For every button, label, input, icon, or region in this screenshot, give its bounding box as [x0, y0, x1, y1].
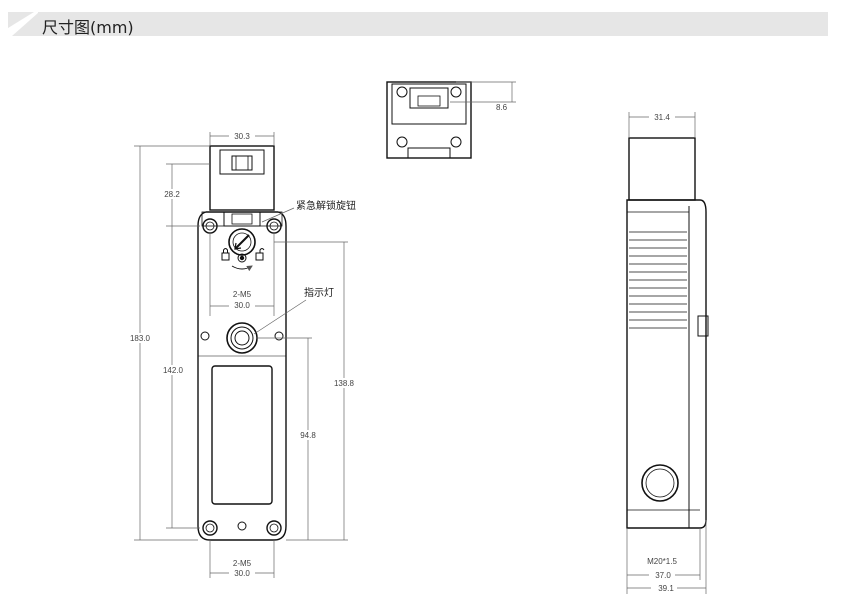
top-view-hole-left [396, 86, 408, 98]
front-body [197, 211, 287, 541]
dim-front-width-top: 30.3 [234, 132, 250, 141]
top-dimension-lines [450, 81, 516, 103]
mount-hole-bottom-left [202, 520, 218, 536]
lock-open-icon [255, 252, 264, 261]
side-dimension-labels: 31.4 M20*1.5 37.0 39.1 [647, 112, 677, 593]
dim-hole-span-height: 142.0 [163, 366, 184, 375]
side-cooling-ribs [629, 231, 687, 329]
section-title: 尺寸图(mm) [42, 18, 134, 37]
emergency-release-knob [228, 228, 256, 256]
side-view [626, 137, 709, 529]
side-tab [697, 315, 709, 337]
dim-side-overall-depth: 39.1 [658, 584, 674, 593]
label-upper-hole: 2-M5 [233, 290, 252, 299]
dim-side-head-depth: 31.4 [654, 113, 670, 122]
callout-emergency-release-knob: 紧急解锁旋钮 [296, 199, 356, 212]
mount-hole-bottom-right [266, 520, 282, 536]
front-view [197, 145, 287, 541]
front-label-window [211, 365, 273, 505]
callout-indicator-light: 指示灯 [304, 286, 334, 299]
lock-closed-icon [221, 252, 230, 261]
side-body [626, 199, 707, 529]
cable-gland [641, 464, 679, 502]
dim-lower-hole-spacing: 30.0 [234, 569, 250, 578]
front-head [209, 145, 275, 211]
dim-indicator-to-bottom: 94.8 [300, 431, 316, 440]
top-view-hole-right [450, 86, 462, 98]
side-screw-right [274, 331, 284, 341]
side-dimension-lines [626, 112, 707, 594]
dim-side-body-depth: 37.0 [655, 571, 671, 580]
side-screw-left [200, 331, 210, 341]
header-wedge-decoration [8, 12, 38, 36]
top-view [386, 81, 472, 159]
dim-cable-thread: M20*1.5 [647, 557, 677, 566]
dim-upper-hole-spacing: 30.0 [234, 301, 250, 310]
side-head [628, 137, 696, 201]
dim-head-height: 28.2 [164, 190, 180, 199]
label-lower-hole: 2-M5 [233, 559, 252, 568]
front-head-slot [219, 149, 265, 175]
front-dimension-labels: 30.3 28.2 183.0 142.0 2-M5 30.0 138.8 94… [128, 131, 357, 578]
dim-top-depth: 8.6 [496, 103, 508, 112]
dim-total-height: 183.0 [130, 334, 151, 343]
section-header: 尺寸图(mm) [8, 12, 828, 37]
dim-knob-to-bottom: 138.8 [334, 379, 355, 388]
